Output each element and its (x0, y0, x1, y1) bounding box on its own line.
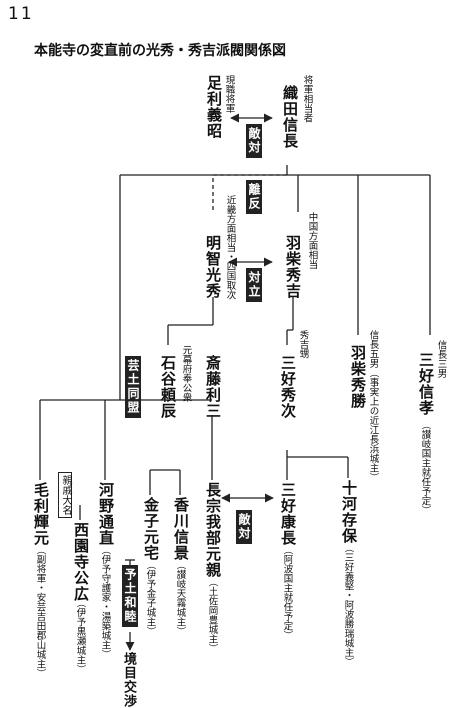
enemy-label-top: 敵対 (246, 124, 262, 158)
miyoshi-nobutaka-note: 信長三男 (435, 340, 447, 378)
oda-name: 織田信長 (281, 85, 299, 149)
chosokabe-name: 長宗我部元親 (204, 482, 222, 578)
mouri-sub: （副将軍・安芸吉田郡山城主） (34, 545, 46, 678)
opposition-label: 対立 (246, 268, 262, 302)
miyoshi-yasunaga-name: 三好康長 (279, 482, 297, 546)
akechi-name: 明智光秀 (204, 235, 222, 299)
page-title: 本能寺の変直前の光秀・秀吉派閥関係図 (34, 43, 286, 59)
kaneko-sub: （伊予金子城主） (144, 560, 156, 636)
sogo-sub: （三好義堅・阿波勝瑞城主） (342, 543, 354, 667)
oda-note: 将軍相当者 (301, 75, 313, 123)
miyoshi-yasunaga-sub: （阿波国主就任予定） (281, 545, 293, 640)
yodo-peace-label: 予土和睦 (122, 565, 138, 627)
miyoshi-hidetsugu-note: 秀吉甥 (297, 330, 309, 359)
ashikaga-note: 現職将軍 (223, 75, 235, 113)
page-number: 11 (8, 4, 34, 24)
rebellion-label: 離反 (246, 180, 262, 214)
geishi-alliance-label: 芸土同盟 (125, 356, 141, 418)
miyoshi-nobutaka-sub: （讃岐国主就任予定） (419, 420, 431, 515)
ishigai-name: 石谷頼辰 (159, 355, 177, 419)
kagawa-sub: （讃岐天霧城主） (174, 560, 186, 636)
kaneko-name: 金子元宅 (142, 497, 160, 561)
kinship-label: 親戚大名 (58, 472, 72, 518)
kouno-name: 河野通直 (97, 482, 115, 546)
saionji-name: 西園寺公広 (72, 522, 90, 602)
hashiba-hidekatsu-note: 信長五男（事実上の近江長浜城主） (367, 330, 379, 482)
akechi-note: 近畿方面相当・四国取次 (224, 195, 236, 300)
hashiba-name: 羽柴秀吉 (284, 235, 302, 299)
saito-name: 斎藤利三 (204, 355, 222, 419)
saionji-sub: （伊予黒瀬城主） (74, 598, 86, 674)
kagawa-name: 香川信景 (172, 497, 190, 561)
miyoshi-nobutaka-name: 三好信孝 (417, 352, 435, 416)
enemy-label-bottom: 敵対 (236, 510, 252, 544)
sogo-name: 十河存保 (340, 480, 358, 544)
chosokabe-sub: （土佐岡豊城主） (206, 577, 218, 653)
hashiba-note: 中国方面相当 (306, 212, 318, 269)
border-negotiation-label: 境目交渉 (121, 652, 136, 708)
miyoshi-hidetsugu-name: 三好秀次 (279, 355, 297, 419)
ishigai-note: 元幕府奉公衆 (180, 345, 192, 402)
hashiba-hidekatsu-name: 羽柴秀勝 (349, 345, 367, 409)
rebellion-line (212, 174, 287, 212)
kouno-sub: （伊予守護家・湯築城主） (99, 545, 111, 659)
mouri-name: 毛利輝元 (32, 482, 50, 546)
ashikaga-name: 足利義昭 (205, 75, 223, 139)
